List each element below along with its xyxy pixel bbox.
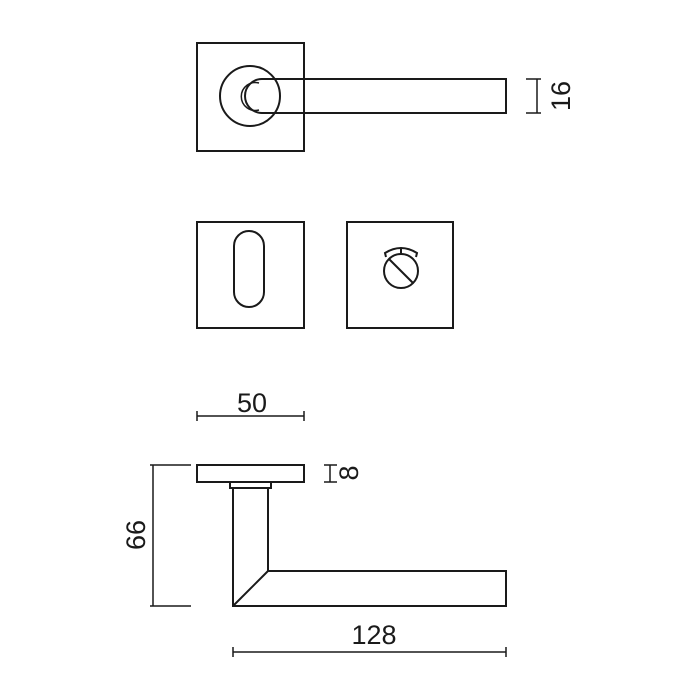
lever-neck-inner (240, 81, 260, 112)
dimension-label-50: 50 (237, 388, 267, 418)
key-escutcheon (196, 221, 305, 329)
dimension-lever-height: 16 (526, 78, 576, 114)
thumbturn-indicator-icon (383, 247, 419, 289)
lever-profile (232, 488, 507, 607)
escutcheon-plate (346, 221, 454, 329)
dimension-rose-width: 50 (196, 388, 305, 421)
lever-miter-joint (232, 570, 269, 607)
dimension-label-66: 66 (121, 520, 151, 550)
dimension-line (324, 464, 337, 483)
dimension-label-8: 8 (334, 465, 364, 480)
escutcheon-plate (196, 221, 305, 329)
dimension-projection: 66 (121, 464, 191, 607)
rose-collar (229, 481, 272, 489)
dimension-line (526, 78, 541, 114)
side-view-lever (196, 464, 507, 607)
dimension-line (196, 411, 305, 421)
dimension-rose-thickness: 8 (324, 464, 364, 483)
dimension-line (150, 464, 191, 607)
dimension-label-128: 128 (351, 620, 396, 650)
dimension-label-16: 16 (546, 81, 576, 111)
top-view-lever (196, 42, 507, 152)
oval-keyhole (233, 230, 265, 308)
square-rose-plate (196, 42, 305, 152)
rosette-ring (219, 65, 281, 127)
lever-neck (244, 78, 263, 114)
lever-bar (262, 78, 507, 114)
dimension-lever-length: 128 (232, 620, 507, 657)
dimension-line (232, 647, 507, 657)
rose-plate-side (196, 464, 305, 483)
privacy-escutcheon (346, 221, 454, 329)
